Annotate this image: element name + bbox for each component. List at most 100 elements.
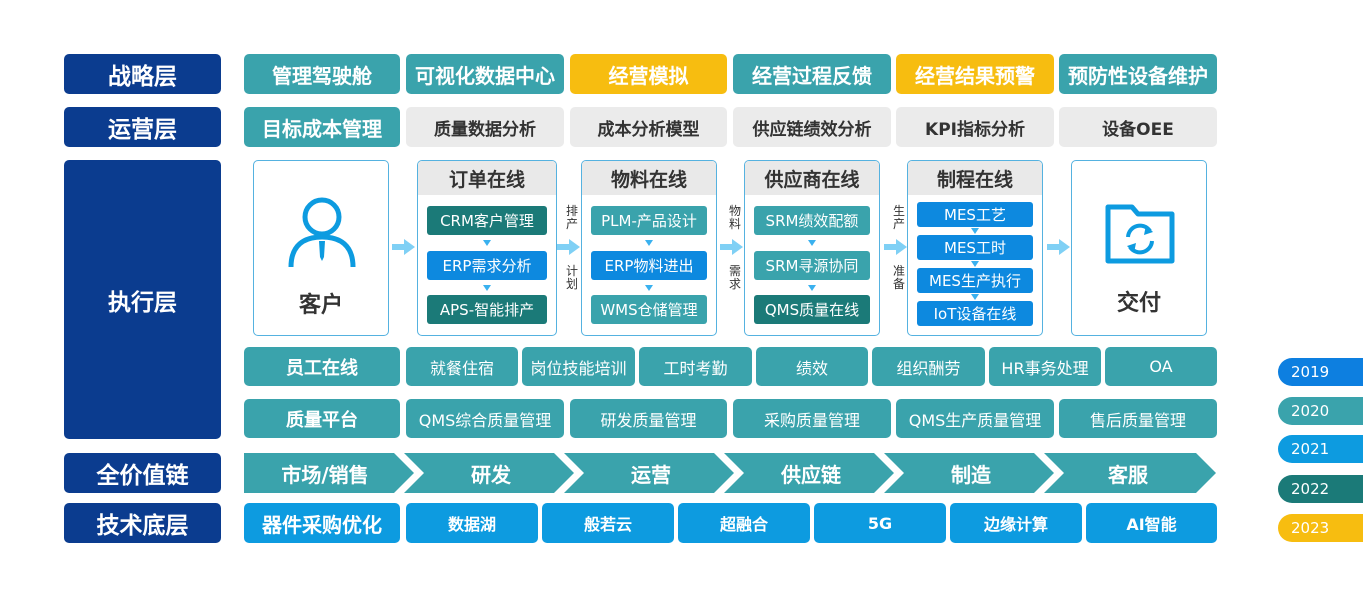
quality-item: 研发质量管理	[570, 399, 727, 438]
material-online-card: 物料在线 PLM-产品设计 ERP物料进出 WMS仓储管理	[581, 160, 717, 336]
tech-item: 超融合	[678, 503, 810, 543]
down-arrow-icon	[483, 285, 491, 291]
tech-item: 器件采购优化	[244, 503, 400, 543]
order-step: ERP需求分析	[427, 251, 547, 280]
legend-2020: 2020	[1278, 397, 1363, 425]
process-step: MES工时	[917, 235, 1033, 260]
operation-item: 质量数据分析	[406, 107, 564, 147]
quality-item: 采购质量管理	[733, 399, 891, 438]
layer-label-strategy: 战略层	[64, 54, 221, 94]
process-online-title: 制程在线	[908, 161, 1042, 195]
value-chain-step: 供应链	[781, 462, 841, 487]
folder-refresh-icon	[1105, 204, 1175, 264]
down-arrow-icon	[645, 240, 653, 246]
value-chain-step-shape	[404, 453, 574, 493]
right-arrow-icon	[557, 239, 580, 255]
process-step: MES生产执行	[917, 268, 1033, 293]
layer-label-tech: 技术底层	[64, 503, 221, 543]
strategy-item: 经营过程反馈	[733, 54, 891, 94]
down-arrow-icon	[483, 240, 491, 246]
down-arrow-icon	[645, 285, 653, 291]
supplier-online-card: 供应商在线 SRM绩效配额 SRM寻源协同 QMS质量在线	[744, 160, 880, 336]
employee-item: 工时考勤	[639, 347, 752, 386]
legend-2019: 2019	[1278, 358, 1363, 386]
employee-item: 绩效	[756, 347, 868, 386]
quality-item: QMS综合质量管理	[406, 399, 564, 438]
legend-2021: 2021	[1278, 435, 1363, 463]
strategy-item: 管理驾驶舱	[244, 54, 400, 94]
employee-item: OA	[1105, 347, 1217, 386]
operation-item: 设备OEE	[1059, 107, 1217, 147]
tech-item: 5G	[814, 503, 946, 543]
right-arrow-icon	[392, 239, 415, 255]
employee-item: 组织酬劳	[872, 347, 985, 386]
value-chain-step-shape	[1044, 453, 1216, 493]
layer-label-value-chain: 全价值链	[64, 453, 221, 493]
link-label: 排产	[565, 204, 578, 231]
process-online-card: 制程在线 MES工艺 MES工时 MES生产执行 IoT设备在线	[907, 160, 1043, 336]
strategy-item: 经营结果预警	[896, 54, 1054, 94]
order-step: APS-智能排产	[427, 295, 547, 324]
down-arrow-icon	[808, 285, 816, 291]
material-step: PLM-产品设计	[591, 206, 707, 235]
supplier-step: QMS质量在线	[754, 295, 870, 324]
down-arrow-icon	[971, 261, 979, 267]
operation-item: KPI指标分析	[896, 107, 1054, 147]
material-online-title: 物料在线	[582, 161, 716, 195]
down-arrow-icon	[971, 228, 979, 234]
employee-item: 岗位技能培训	[522, 347, 635, 386]
link-label: 准备	[892, 264, 905, 291]
material-step: WMS仓储管理	[591, 295, 707, 324]
right-arrow-icon	[1047, 239, 1070, 255]
supplier-step: SRM寻源协同	[754, 251, 870, 280]
right-arrow-icon	[720, 239, 743, 255]
delivery-label: 交付	[1116, 291, 1161, 316]
employee-item: 就餐住宿	[406, 347, 518, 386]
person-icon	[288, 197, 356, 268]
strategy-item: 经营模拟	[570, 54, 727, 94]
operation-item: 成本分析模型	[570, 107, 727, 147]
value-chain-step-shape	[724, 453, 894, 493]
order-online-card: 订单在线 CRM客户管理 ERP需求分析 APS-智能排产	[417, 160, 557, 336]
order-online-title: 订单在线	[418, 161, 556, 195]
supplier-step: SRM绩效配额	[754, 206, 870, 235]
quality-item: 售后质量管理	[1059, 399, 1217, 438]
value-chain-step-shape	[564, 453, 734, 493]
link-label: 物料	[728, 204, 741, 231]
value-chain-step: 运营	[631, 462, 671, 487]
employee-item: HR事务处理	[989, 347, 1101, 386]
operation-item: 供应链绩效分析	[733, 107, 891, 147]
tech-item: 边缘计算	[950, 503, 1082, 543]
legend-2022: 2022	[1278, 475, 1363, 503]
link-label: 需求	[728, 264, 741, 291]
process-step: IoT设备在线	[917, 301, 1033, 326]
strategy-item: 可视化数据中心	[406, 54, 564, 94]
value-chain-flow	[244, 453, 1216, 493]
value-chain-step: 研发	[471, 462, 511, 487]
value-chain-step-shape	[884, 453, 1054, 493]
strategy-item: 预防性设备维护	[1059, 54, 1217, 94]
employee-online-label: 员工在线	[244, 347, 400, 386]
tech-item: 数据湖	[406, 503, 538, 543]
operation-item: 目标成本管理	[244, 107, 400, 147]
customer-label: 客户	[298, 293, 343, 318]
layer-label-execution: 执行层	[64, 160, 221, 439]
right-arrow-icon	[884, 239, 907, 255]
legend-2023: 2023	[1278, 514, 1363, 542]
delivery-card: 交付	[1071, 160, 1207, 336]
quality-item: QMS生产质量管理	[896, 399, 1054, 438]
value-chain-step-shape	[244, 453, 414, 493]
quality-platform-label: 质量平台	[244, 399, 400, 438]
down-arrow-icon	[808, 240, 816, 246]
tech-item: AI智能	[1086, 503, 1217, 543]
value-chain-step: 制造	[951, 462, 991, 487]
layer-label-operation: 运营层	[64, 107, 221, 147]
supplier-online-title: 供应商在线	[745, 161, 879, 195]
material-step: ERP物料进出	[591, 251, 707, 280]
link-label: 计划	[565, 264, 578, 291]
customer-card: 客户	[253, 160, 389, 336]
process-step: MES工艺	[917, 202, 1033, 227]
link-label: 生产	[892, 204, 905, 231]
down-arrow-icon	[971, 294, 979, 300]
value-chain-step: 客服	[1108, 462, 1148, 487]
